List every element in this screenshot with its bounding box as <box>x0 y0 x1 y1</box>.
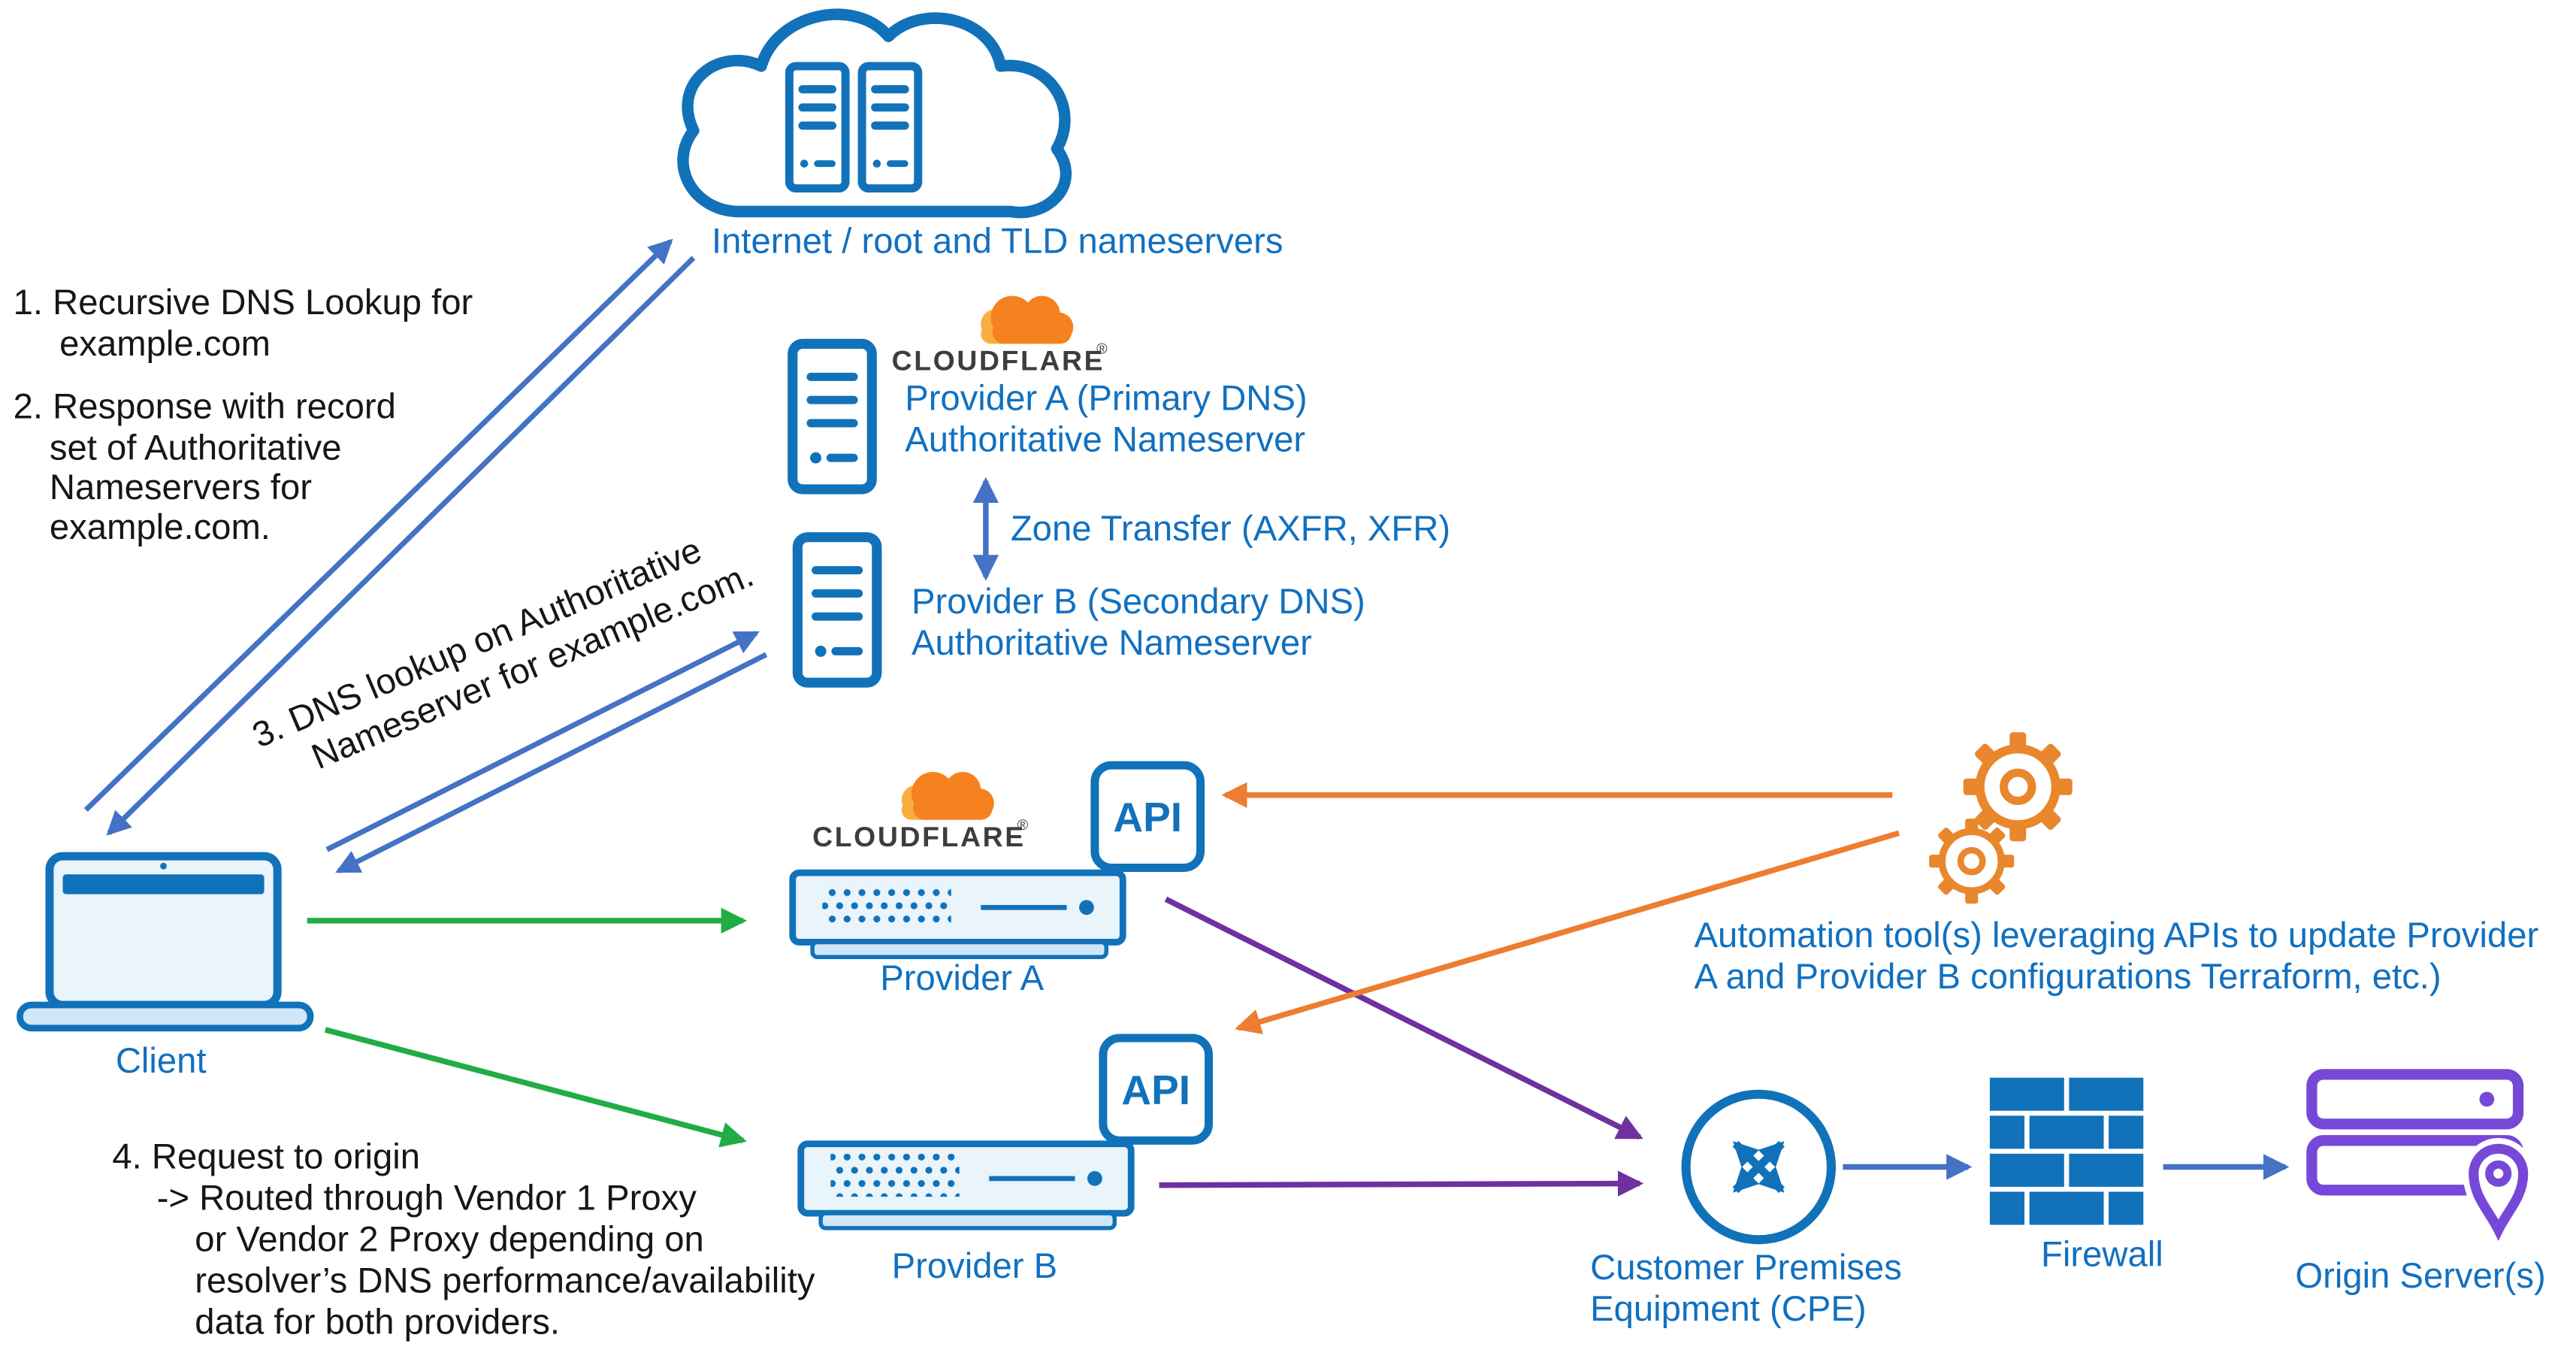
cloud-server-rack-2 <box>857 62 923 193</box>
nameserver-a-icon <box>788 338 877 495</box>
automation-label-line1: Automation tool(s) leveraging APIs to up… <box>1695 916 2539 955</box>
cloudflare-logo-provider-a: CLOUDFLARE ® <box>812 771 1029 852</box>
cloudflare-cloud-icon <box>981 295 1074 344</box>
location-pin-icon <box>2463 1138 2534 1255</box>
gear-icon <box>1929 819 2015 904</box>
cpe-label-line1: Customer Premises <box>1590 1248 1902 1288</box>
origin-label: Origin Server(s) <box>2295 1256 2545 1296</box>
api-label-b: API <box>1121 1067 1190 1113</box>
arrow-recursive-response <box>106 256 696 836</box>
arrow-provider-a-to-cpe <box>1164 896 1643 1140</box>
client-label: Client <box>116 1041 207 1081</box>
cpe-label-line2: Equipment (CPE) <box>1590 1289 1867 1329</box>
api-box-provider-a: API <box>1090 761 1205 872</box>
registered-mark: ® <box>1017 817 1029 834</box>
api-label-a: API <box>1113 794 1182 840</box>
note-step2-line1: 2. Response with record <box>14 386 396 426</box>
cpe-icon <box>1681 1089 1836 1245</box>
note-step3: 3. DNS lookup on Authoritative Nameserve… <box>246 530 759 777</box>
provider-a-ns-label-line2: Authoritative Nameserver <box>905 419 1305 459</box>
arrow-authoritative-response <box>335 652 768 874</box>
cloudflare-wordmark: CLOUDFLARE <box>892 345 1105 377</box>
arrow-authoritative-lookup <box>325 631 760 852</box>
note-step1: 1. Recursive DNS Lookup for example.com <box>14 283 473 364</box>
note-step2-line3: Nameservers for <box>50 468 312 507</box>
arrow-provider-b-to-cpe <box>1159 1170 1644 1197</box>
note-step4-line2: -> Routed through Vendor 1 Proxy <box>157 1179 697 1218</box>
arrow-recursive-lookup <box>83 238 673 813</box>
cloudflare-wordmark: CLOUDFLARE <box>812 821 1026 852</box>
note-step4: 4. Request to origin -> Routed through V… <box>112 1137 815 1342</box>
provider-b-label: Provider B <box>892 1246 1058 1286</box>
automation-label-line2: A and Provider B configurations Terrafor… <box>1695 957 2441 997</box>
provider-b-ns-label-line1: Provider B (Secondary DNS) <box>912 582 1365 622</box>
note-step1-line1: 1. Recursive DNS Lookup for <box>14 283 473 322</box>
note-step4-line5: data for both providers. <box>195 1303 560 1342</box>
provider-b-appliance-icon <box>797 1140 1135 1230</box>
provider-a-appliance-icon <box>789 869 1126 959</box>
firewall-icon <box>1989 1077 2144 1225</box>
internet-cloud-icon <box>677 8 1072 219</box>
cloudflare-logo-top: CLOUDFLARE ® <box>892 295 1108 377</box>
internet-label: Internet / root and TLD nameservers <box>712 221 1283 261</box>
note-step4-line3: or Vendor 2 Proxy depending on <box>195 1220 704 1260</box>
provider-a-ns-label-line1: Provider A (Primary DNS) <box>905 378 1307 418</box>
arrow-automation-to-api-b <box>1235 830 1900 1035</box>
note-step2: 2. Response with record set of Authorita… <box>14 386 396 547</box>
cloud-server-rack-1 <box>785 62 850 193</box>
provider-a-label: Provider A <box>880 958 1044 998</box>
cloudflare-cloud-icon <box>901 771 994 820</box>
note-step4-line1: 4. Request to origin <box>112 1137 420 1177</box>
client-laptop-icon <box>16 852 314 1032</box>
firewall-label: Firewall <box>2041 1234 2163 1274</box>
registered-mark: ® <box>1096 341 1108 358</box>
api-box-provider-b: API <box>1099 1034 1214 1145</box>
arrows-layer <box>83 238 2290 1197</box>
origin-servers-icon <box>2306 1069 2534 1255</box>
arrow-client-to-provider-b <box>324 1027 747 1148</box>
note-step4-line4: resolver’s DNS performance/availability <box>195 1261 815 1301</box>
cloud-outline <box>677 8 1072 219</box>
gear-icon <box>1963 732 2073 842</box>
note-step1-line2: example.com <box>59 324 271 364</box>
note-step2-line4: example.com. <box>50 507 271 547</box>
nameserver-b-icon <box>792 532 882 688</box>
provider-b-ns-label-line2: Authoritative Nameserver <box>912 623 1312 663</box>
automation-gears-icon <box>1929 732 2073 904</box>
zone-transfer-label: Zone Transfer (AXFR, XFR) <box>1011 509 1450 549</box>
note-step2-line2: set of Authoritative <box>50 428 342 468</box>
